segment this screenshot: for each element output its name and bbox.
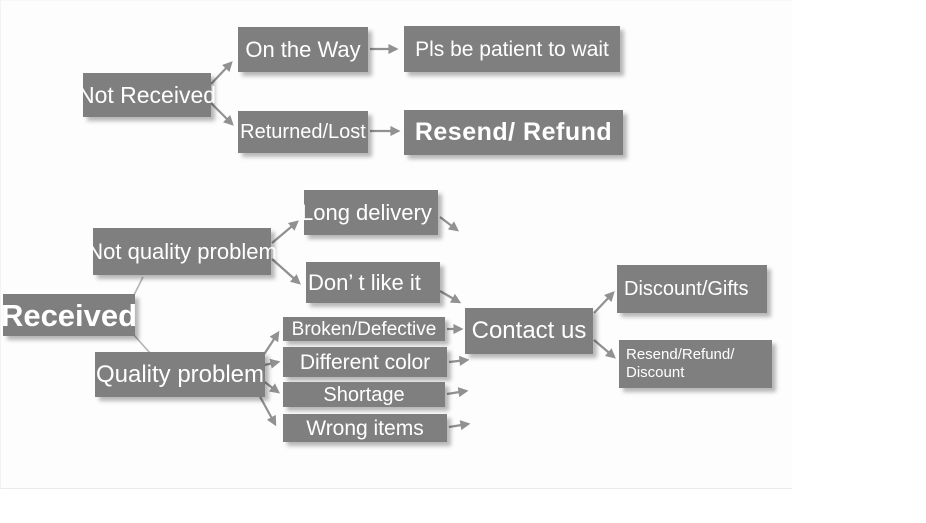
- node-wrong-items: Wrong items: [283, 414, 447, 442]
- edge-contact-resenddiscount: [593, 339, 616, 359]
- edge-notquality-dontlike: [271, 258, 301, 285]
- edge-notreceived-returnedlost: [210, 102, 234, 126]
- edge-quality-wrongitems: [257, 392, 277, 427]
- node-not-received: Not Received: [78, 73, 216, 117]
- node-resend-refund-discount-line2: Discount: [626, 364, 685, 381]
- edge-dontlike-contact: [439, 290, 462, 304]
- edge-diffcolor-contact: [448, 355, 470, 366]
- node-pls-be-patient: Pls be patient to wait: [404, 26, 620, 72]
- node-on-the-way: On the Way: [238, 27, 368, 72]
- node-shortage: Shortage: [283, 382, 445, 407]
- node-contact-us: Contact us: [465, 308, 593, 354]
- node-broken-defective: Broken/Defective: [283, 317, 445, 341]
- node-dont-like-it: Don’ t like it: [306, 262, 440, 303]
- edge-longdelivery-contact: [439, 216, 460, 232]
- node-quality-problem: Quality problem: [95, 352, 265, 397]
- node-long-delivery: Long delivery: [301, 190, 438, 235]
- edge-contact-discountgifts: [593, 291, 615, 314]
- node-not-quality-problem: Not quality problem: [87, 228, 277, 275]
- edge-notquality-longdelivery: [271, 220, 299, 244]
- node-received: Received: [1, 294, 137, 336]
- edge-notreceived-ontheway: [210, 61, 233, 85]
- node-resend-refund: Resend/ Refund: [404, 110, 623, 155]
- edge-wrongitems-contact: [448, 420, 471, 431]
- edge-received-quality: [132, 333, 151, 354]
- node-different-color: Different color: [283, 347, 447, 377]
- node-discount-gifts: Discount/Gifts: [617, 265, 767, 313]
- node-returned-lost: Returned/Lost: [238, 111, 368, 153]
- node-resend-refund-discount-line1: Resend/Refund/: [626, 346, 735, 363]
- edge-quality-broken: [262, 330, 280, 357]
- node-resend-refund-discount: Resend/Refund/ Discount: [619, 340, 772, 388]
- edge-shortage-contact: [446, 387, 469, 398]
- edge-received-notquality: [132, 276, 144, 298]
